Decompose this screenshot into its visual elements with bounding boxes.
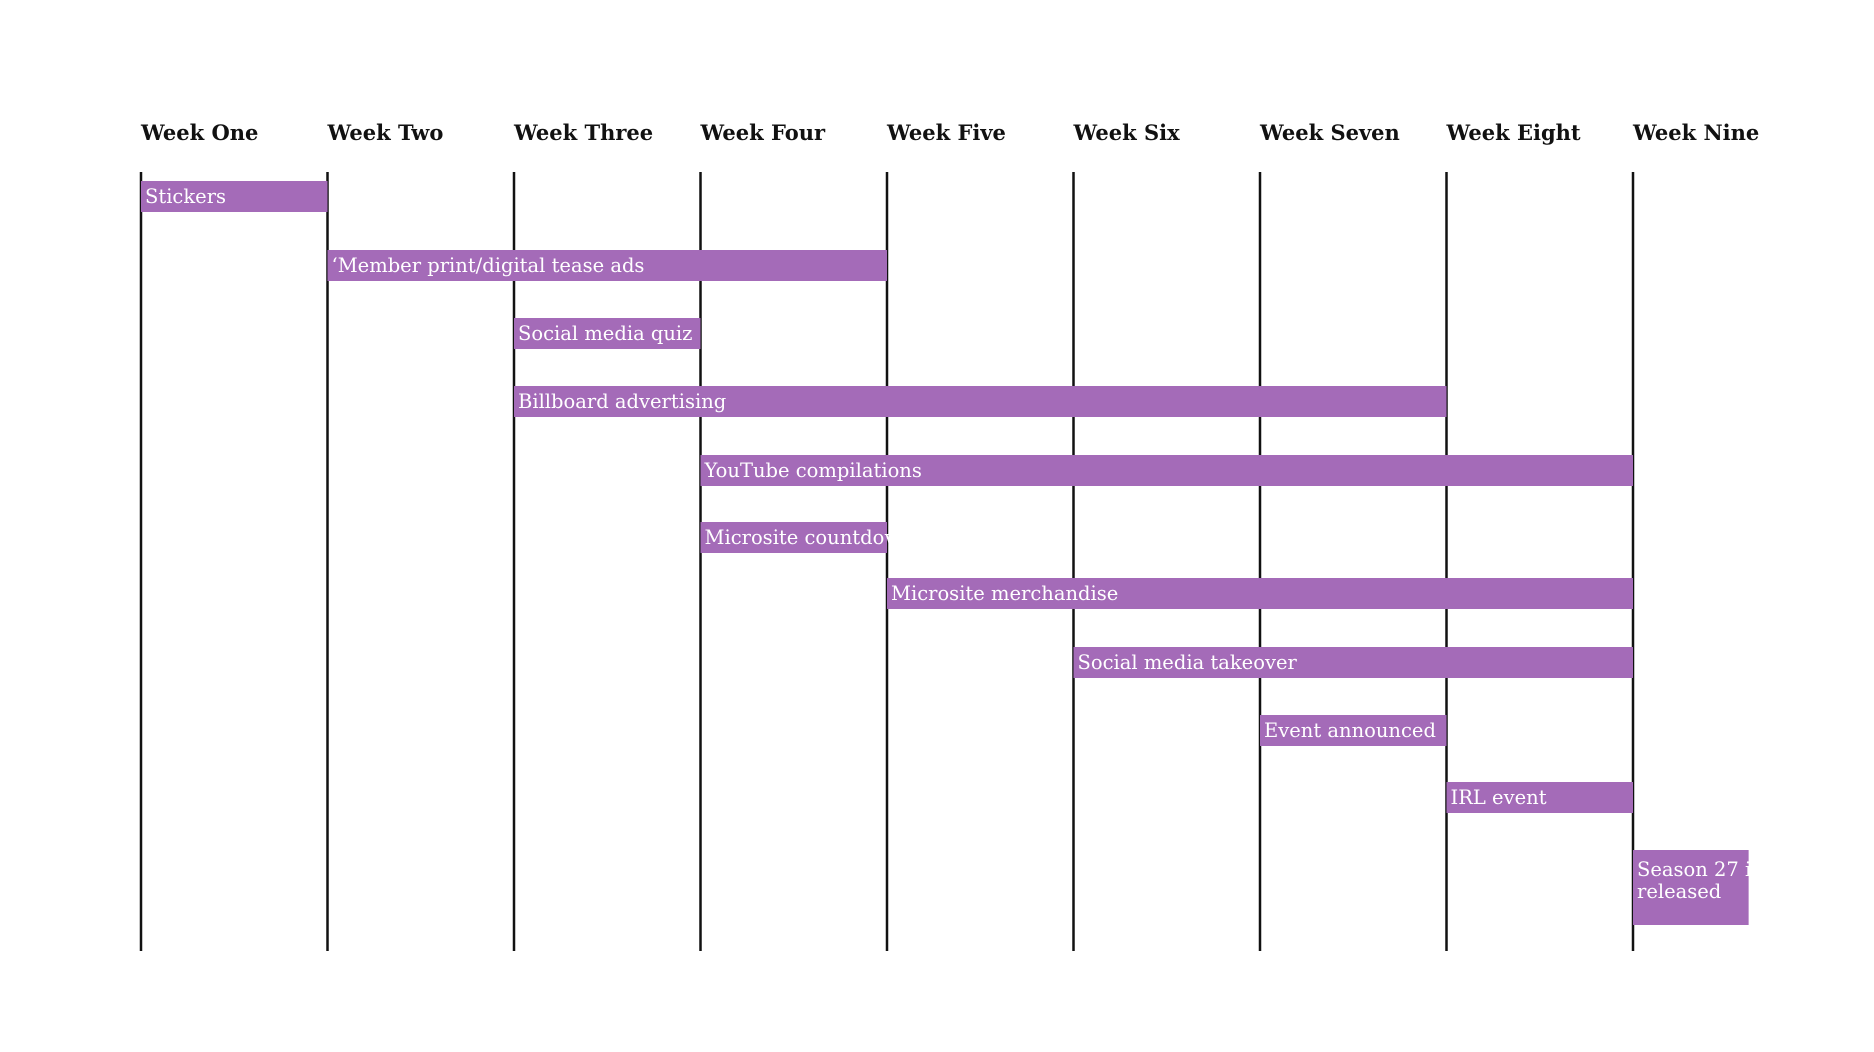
task-bar-label-line: released [1637, 880, 1721, 903]
week-label: Week Five [886, 120, 1006, 145]
task-bar-rect [700, 522, 887, 553]
task-bar: Stickers [141, 181, 328, 212]
task-bar-rect [141, 181, 328, 212]
task-bar-rect [700, 455, 1633, 486]
task-bar-label: Microsite merchandise [891, 582, 1118, 605]
task-bar: Microsite merchandise [887, 578, 1633, 609]
task-bar: Microsite countdown [700, 522, 915, 553]
task-bar-label: Billboard advertising [518, 390, 726, 413]
week-label: Week Two [327, 120, 444, 145]
week-label: Week Seven [1259, 120, 1400, 145]
task-bar-label: Social media quiz [518, 322, 692, 345]
task-bar-rect [1446, 782, 1633, 813]
task-bars: Stickers ‘Member print/digital tease adsS… [141, 181, 1761, 925]
week-label: Week Four [700, 120, 826, 145]
task-bar: Event announced [1260, 715, 1447, 746]
task-bar-rect [514, 386, 1447, 417]
task-bar-label: IRL event [1451, 786, 1547, 809]
task-bar-rect [1633, 850, 1749, 925]
task-bar: Social media quiz [514, 318, 701, 349]
task-bar: ‘Member print/digital tease ads [327, 250, 887, 281]
task-bar-label: ‘Member print/digital tease ads [332, 254, 645, 277]
task-bar: IRL event [1446, 782, 1633, 813]
week-labels: Week One Week Two Week Three Week Four Week … [140, 120, 1759, 145]
week-label: Week Three [513, 120, 653, 145]
week-label: Week Six [1073, 120, 1181, 145]
task-bar: YouTube compilations [700, 455, 1633, 486]
task-bar-rect [514, 318, 701, 349]
task-bar-label-line: Season 27 is [1637, 858, 1761, 881]
task-bar-rect [887, 578, 1633, 609]
task-bar-label: YouTube compilations [704, 459, 922, 482]
week-label: Week Nine [1632, 120, 1759, 145]
week-gridlines [139, 172, 1635, 951]
task-bar-label: Event announced [1264, 719, 1436, 742]
task-bar-label: Microsite countdown [705, 526, 915, 549]
task-bar: Social media takeover [1073, 647, 1633, 678]
week-label: Week Eight [1446, 120, 1581, 145]
task-bar-label: Stickers [145, 185, 226, 208]
task-bar-rect [1073, 647, 1633, 678]
task-bar: Billboard advertising [514, 386, 1447, 417]
task-bar-label: Social media takeover [1078, 651, 1298, 674]
task-bar-rect [1260, 715, 1447, 746]
week-label: Week One [140, 120, 258, 145]
task-bar-rect [327, 250, 887, 281]
